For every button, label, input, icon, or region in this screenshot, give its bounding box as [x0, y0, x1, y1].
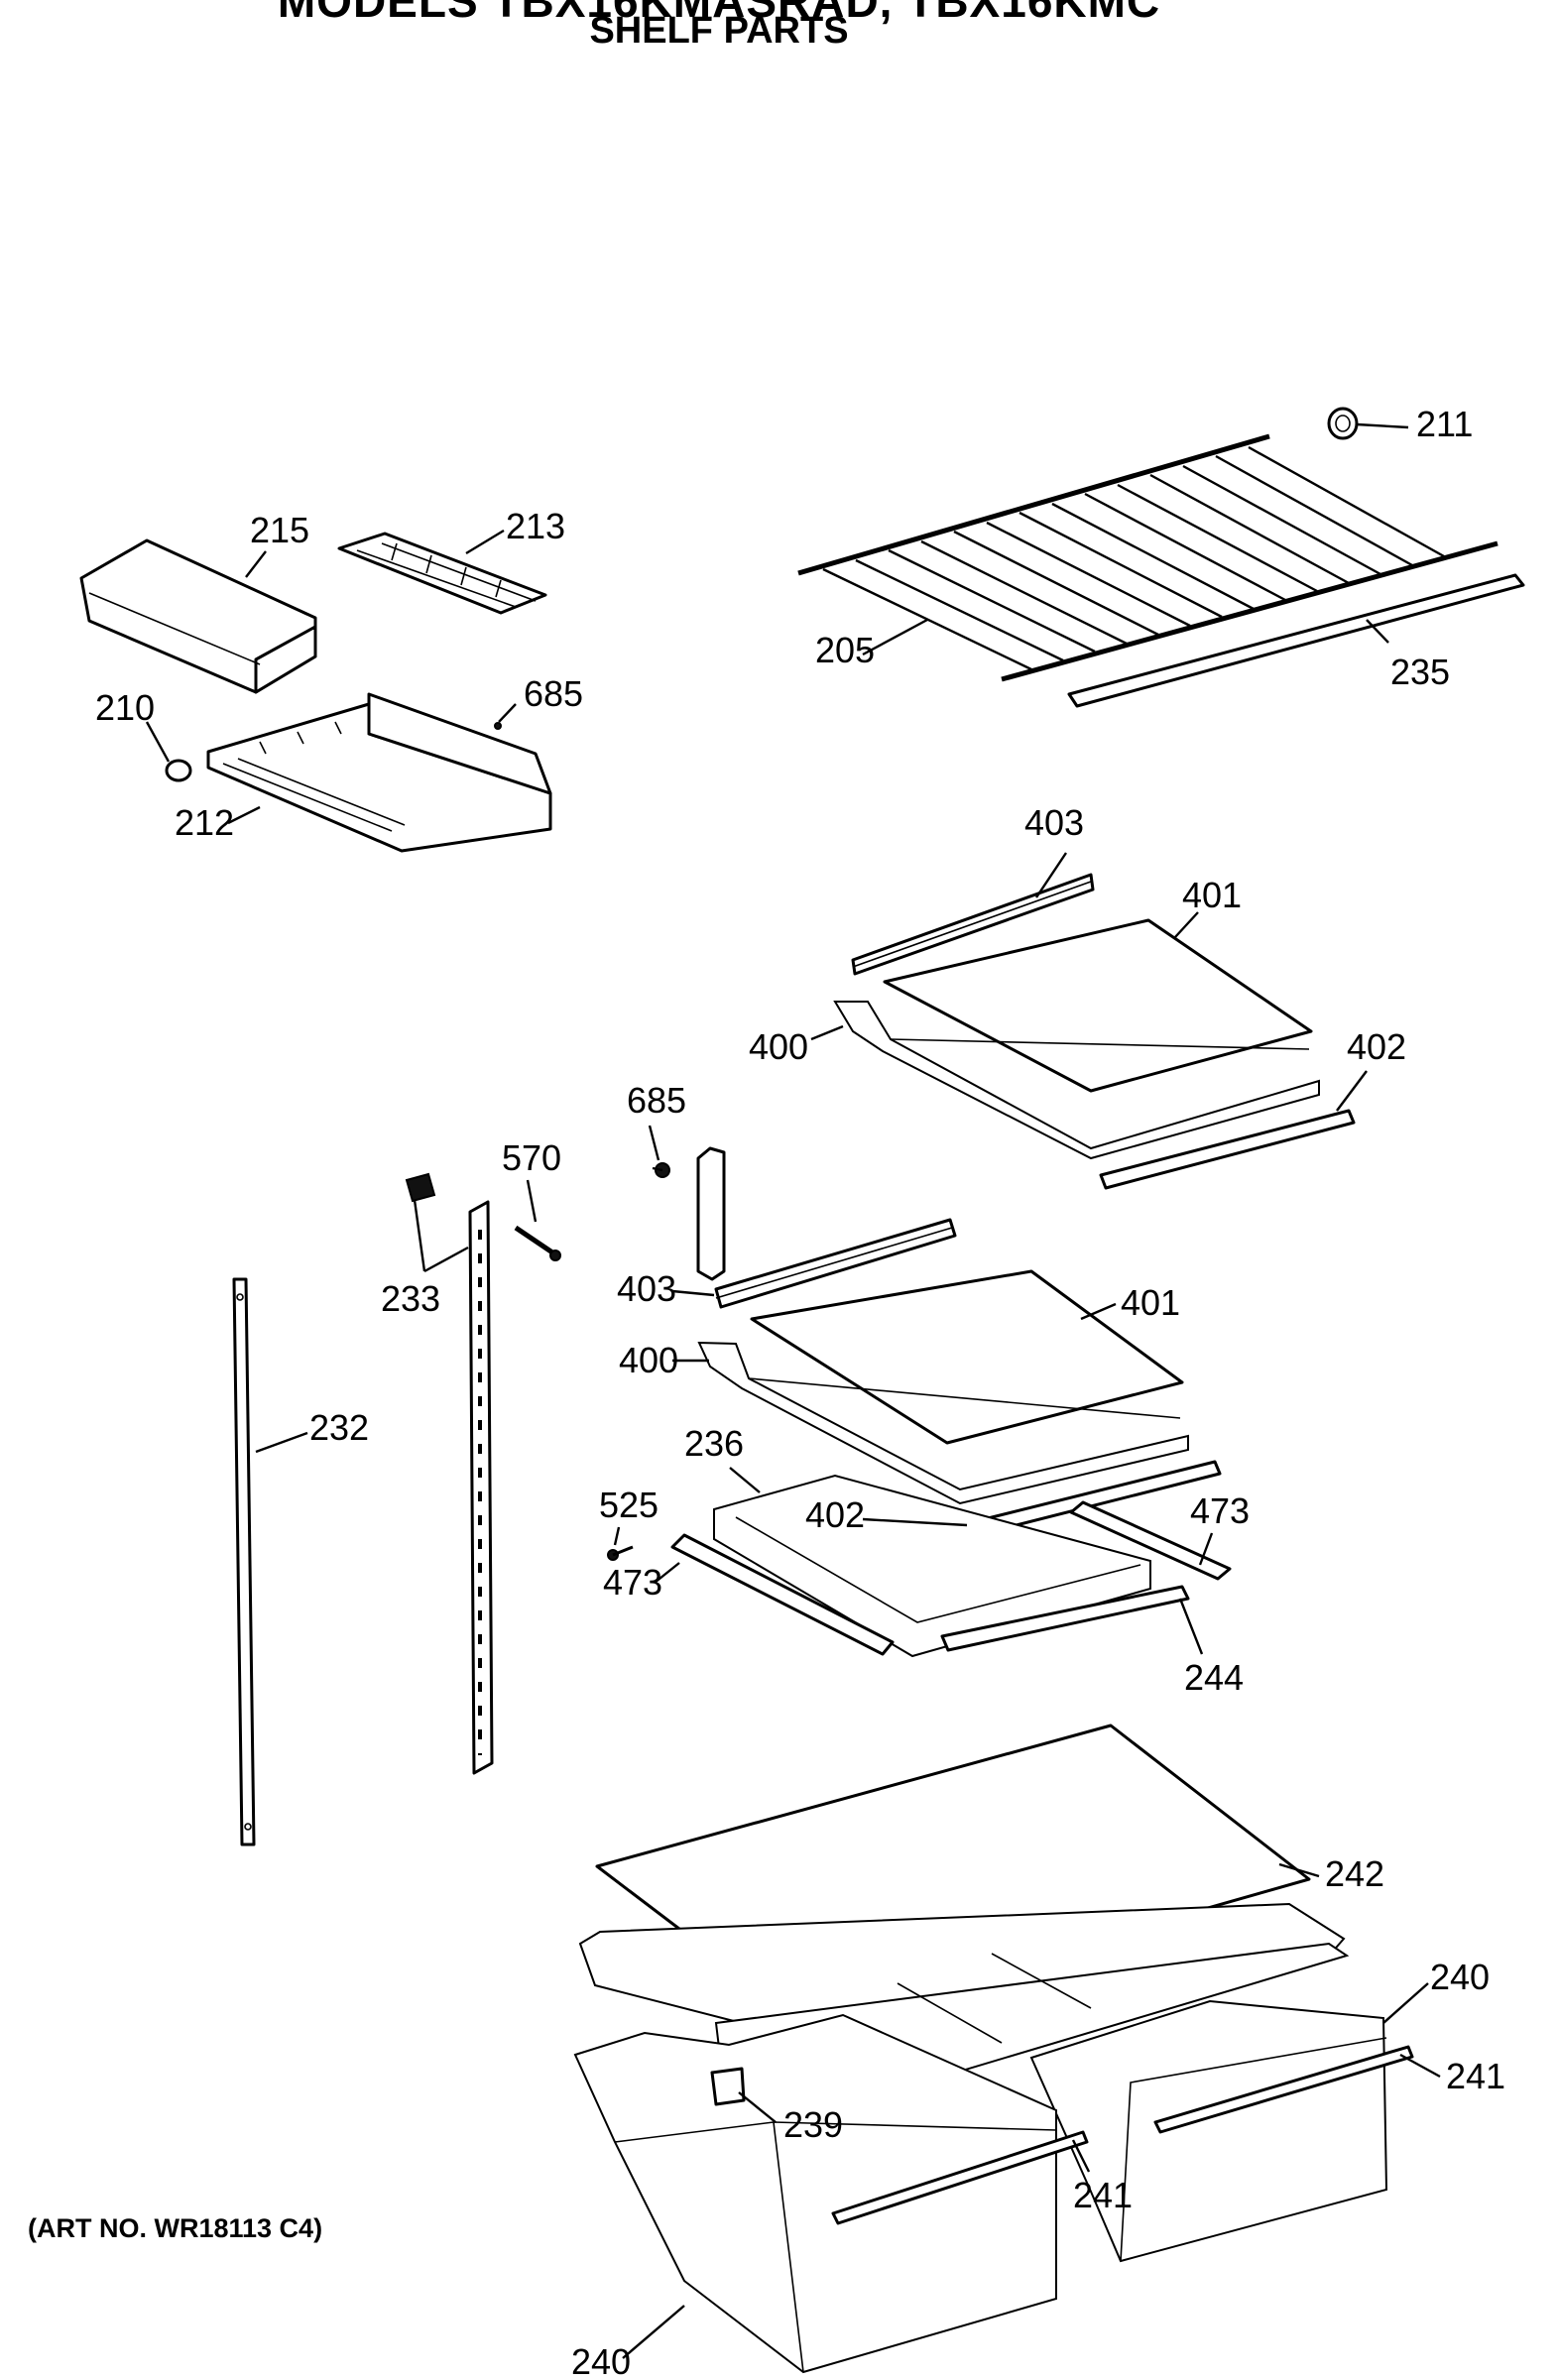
- part-210-stud: [165, 759, 192, 782]
- label-235: 235: [1390, 652, 1450, 692]
- part-473-slide-right: [1069, 1500, 1232, 1581]
- label-233: 233: [381, 1278, 440, 1319]
- part-685-screw: [652, 1162, 670, 1178]
- diagram-subtitle: SHELF PARTS: [589, 10, 849, 52]
- label-242: 242: [1325, 1853, 1384, 1894]
- part-402-upper-trim: [1099, 1109, 1356, 1190]
- part-212-tray: [206, 692, 552, 853]
- label-402-upper: 402: [1347, 1026, 1406, 1067]
- label-400-upper: 400: [749, 1026, 808, 1067]
- diagram-title: MODELS TBX16KMASRAD, TBX16KMC: [277, 0, 1161, 27]
- part-401-upper-glass: [883, 918, 1313, 1093]
- label-241-right: 241: [1446, 2056, 1505, 2096]
- label-570: 570: [502, 1137, 561, 1178]
- part-236-crisper-frame: [713, 1474, 1151, 1658]
- label-400-middle: 400: [619, 1340, 678, 1380]
- label-525: 525: [599, 1485, 659, 1525]
- label-401-upper: 401: [1182, 875, 1242, 915]
- part-403-upper-trim: [851, 873, 1095, 976]
- label-213: 213: [506, 506, 565, 546]
- label-212: 212: [175, 802, 234, 843]
- leader-lines: [145, 422, 1441, 2359]
- label-403-middle: 403: [617, 1268, 676, 1309]
- label-232: 232: [309, 1407, 369, 1448]
- label-215: 215: [250, 510, 309, 550]
- part-400-middle-frame: [697, 1341, 1189, 1505]
- label-402-middle: 402: [805, 1494, 865, 1535]
- label-236: 236: [684, 1423, 744, 1464]
- label-685-lower: 685: [627, 1080, 686, 1121]
- part-235-shelf-trim: [1067, 573, 1525, 708]
- part-213-egg-rack: [337, 532, 547, 615]
- part-240-drawer-left: [573, 2013, 1089, 2374]
- label-239: 239: [783, 2104, 843, 2145]
- part-685-screw-top: [494, 722, 502, 730]
- part-400-upper-frame: [833, 1001, 1320, 1160]
- part-233-shelf-ladder: [468, 1200, 494, 1775]
- part-233-clip: [405, 1172, 436, 1203]
- part-232-shelf-rail: [232, 1277, 256, 1846]
- label-244: 244: [1184, 1657, 1244, 1698]
- part-473-slide-left: [670, 1533, 895, 1656]
- label-211: 211: [1416, 404, 1473, 444]
- part-205-wire-shelf: [797, 433, 1498, 682]
- part-239-bar: [710, 2067, 746, 2106]
- label-205: 205: [815, 630, 875, 670]
- label-401-middle: 401: [1121, 1282, 1180, 1323]
- part-215-dairy-bin: [79, 538, 317, 694]
- label-240-right: 240: [1430, 1957, 1490, 1997]
- label-473-left: 473: [603, 1562, 662, 1603]
- part-403-middle-trim: [714, 1218, 957, 1309]
- part-525-screw: [607, 1545, 634, 1561]
- label-403-upper: 403: [1024, 802, 1084, 843]
- art-number-note: (ART NO. WR18113 C4): [28, 2213, 323, 2243]
- part-401-middle-glass: [750, 1269, 1184, 1445]
- label-473-right: 473: [1190, 1490, 1250, 1531]
- part-240-drawer-right: [1029, 1999, 1414, 2263]
- part-211-cap: [1327, 407, 1359, 440]
- label-685-top: 685: [524, 673, 583, 714]
- part-244-trim: [940, 1585, 1190, 1652]
- label-241-left: 241: [1073, 2175, 1133, 2215]
- label-210: 210: [95, 687, 155, 728]
- label-240-left: 240: [571, 2341, 631, 2380]
- part-570-screw: [514, 1225, 561, 1261]
- part-bracket: [696, 1146, 726, 1281]
